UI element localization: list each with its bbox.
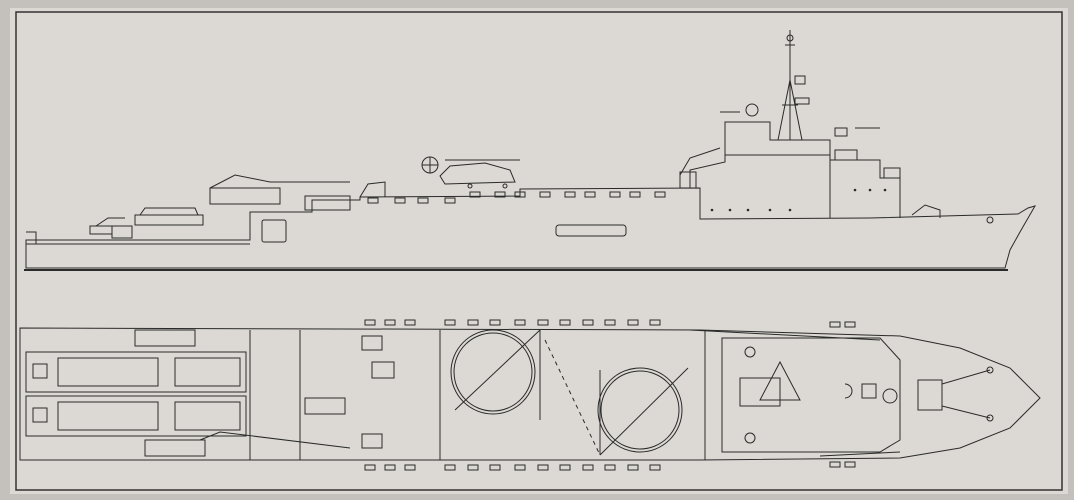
- side-hatch: [555, 224, 627, 237]
- bridge-plan: [739, 377, 781, 407]
- main-mast: [777, 30, 810, 141]
- landing-spot-1: [450, 329, 536, 415]
- landing-spot-2: [597, 367, 683, 453]
- fwd-mount-plan: [861, 383, 877, 399]
- stern-boat-bottom: [144, 439, 206, 457]
- anchor-icon: [986, 216, 994, 224]
- side-rail-top: [689, 329, 881, 341]
- flight-deck-ports: [367, 191, 666, 204]
- hawse-pipe-2: [986, 414, 994, 422]
- stern-boat-top: [134, 329, 196, 347]
- fwd-crane: [679, 147, 721, 176]
- stern-deckhouse: [111, 225, 133, 239]
- mast-base-plan: [759, 360, 801, 401]
- approach-path: [544, 339, 601, 456]
- ship-profile-view: [24, 30, 1037, 271]
- side-rail-bottom: [819, 451, 901, 457]
- radar-antennas: [720, 103, 880, 137]
- deck-fitting-1: [744, 346, 756, 358]
- landing-craft-1-cover: [139, 207, 199, 216]
- hull-door: [261, 219, 287, 243]
- deck-outline: [19, 327, 1041, 461]
- drawing-frame: [15, 11, 1063, 491]
- landing-spot-2-line: [599, 367, 689, 456]
- deck-hatch: [304, 397, 346, 415]
- fwd-crane-base: [679, 171, 697, 189]
- paper: [10, 8, 1068, 494]
- gun-mount-plan: [371, 361, 395, 379]
- ship-deck-plan-view: [19, 319, 1041, 471]
- fwd-gun-plan: [882, 388, 898, 404]
- bow-winch: [911, 204, 941, 218]
- helicopter: [421, 156, 520, 189]
- boat-bays: [25, 351, 247, 437]
- windlass: [917, 379, 943, 411]
- deck-edge-fittings: [364, 319, 856, 471]
- superstructure-plan: [721, 337, 901, 453]
- capstan-mark: [844, 383, 853, 399]
- hawse-pipe-1: [986, 366, 994, 374]
- landing-spot-2-inner: [600, 370, 680, 450]
- aft-crane-gantry: [209, 187, 281, 205]
- crane-arm-plan: [199, 431, 351, 449]
- landing-spot-1-inner: [453, 332, 533, 412]
- anchor-chains: [941, 369, 991, 419]
- vent-1: [361, 335, 383, 351]
- hull-portholes: [710, 188, 887, 212]
- deck-fitting-2: [744, 432, 756, 444]
- landing-craft-1: [134, 214, 204, 226]
- vent-2: [361, 433, 383, 449]
- superstructure: [689, 121, 901, 218]
- landing-craft-2: [304, 195, 351, 211]
- stern-post: [26, 231, 37, 244]
- stern-crane-arm: [95, 217, 125, 227]
- aft-crane-boom: [209, 174, 350, 189]
- forward-gun-mount: [883, 167, 901, 179]
- landing-spot-1-line: [454, 329, 541, 411]
- hangar-end: [359, 181, 386, 198]
- bridge-window-box: [834, 149, 858, 161]
